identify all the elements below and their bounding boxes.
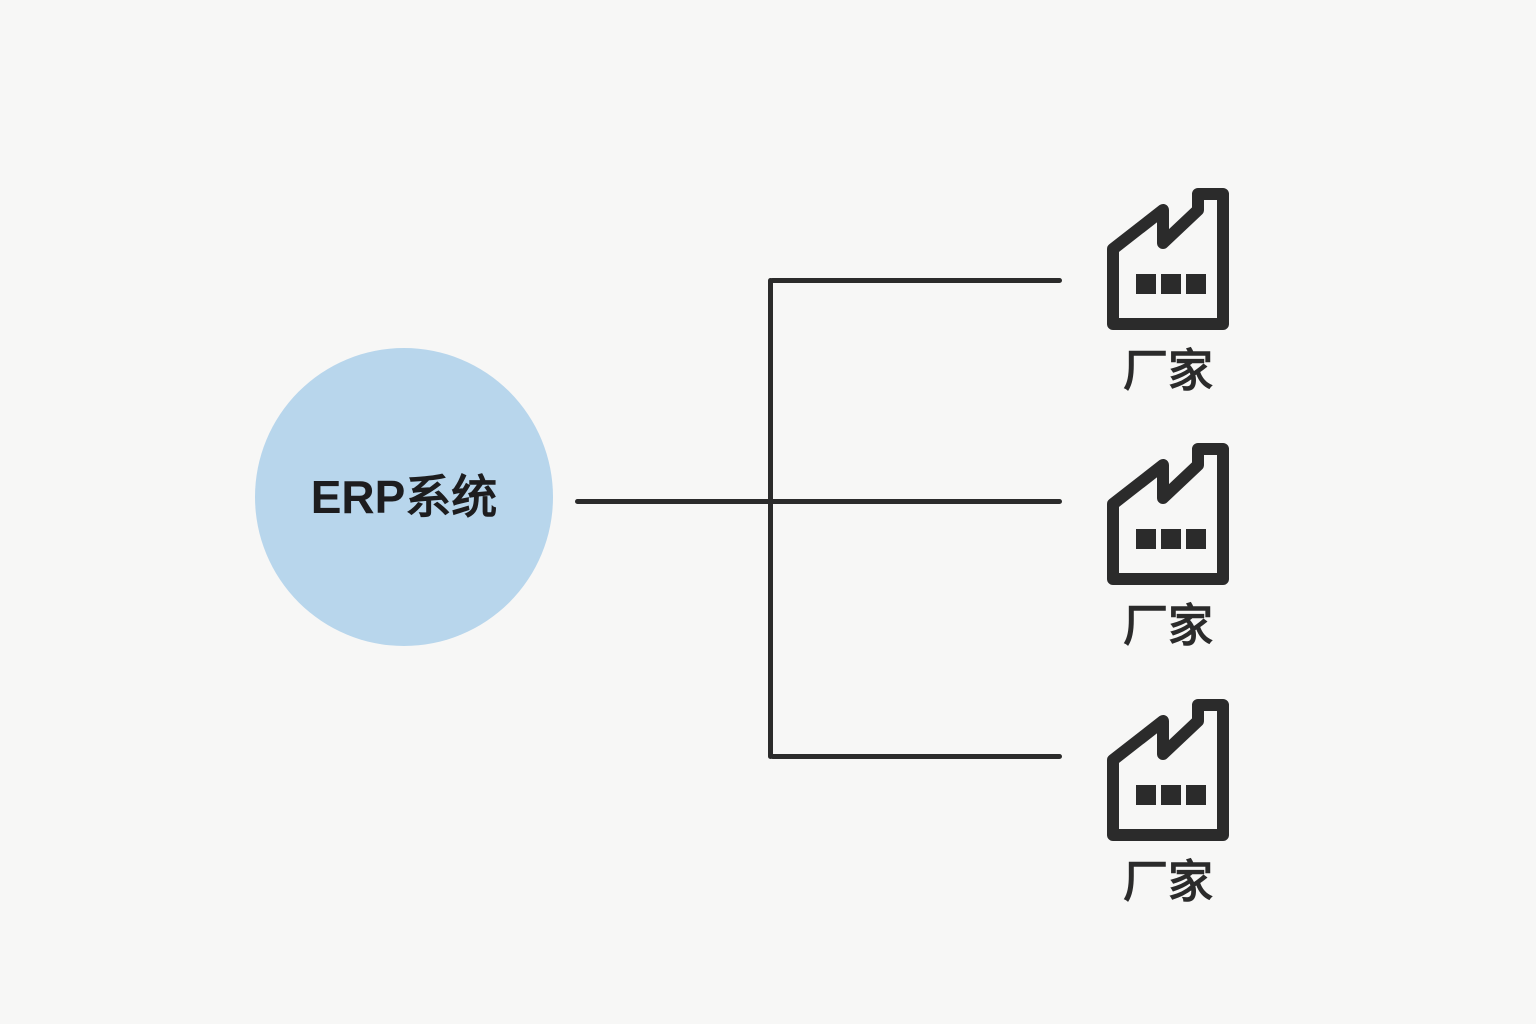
hub-node-label: ERP系统 (310, 471, 498, 523)
leaf-node-label: 厂家 (1122, 600, 1213, 651)
leaf-node-manufacturer-3[interactable]: 厂家 (1073, 697, 1263, 904)
factory-icon (1107, 699, 1229, 841)
connector-branch-bottom (770, 754, 1062, 759)
leaf-node-label: 厂家 (1122, 856, 1213, 907)
factory-icon (1107, 443, 1229, 585)
leaf-node-manufacturer-1[interactable]: 厂家 (1073, 186, 1263, 393)
factory-icon (1107, 188, 1229, 330)
connector-branch-top (770, 278, 1062, 283)
connector-vertical-trunk (768, 278, 773, 759)
connector-branch-middle (770, 499, 1062, 504)
leaf-node-label: 厂家 (1122, 345, 1213, 396)
leaf-node-manufacturer-2[interactable]: 厂家 (1073, 441, 1263, 648)
connector-stem (575, 499, 775, 504)
hub-node-erp-system[interactable]: ERP系统 (255, 348, 553, 646)
